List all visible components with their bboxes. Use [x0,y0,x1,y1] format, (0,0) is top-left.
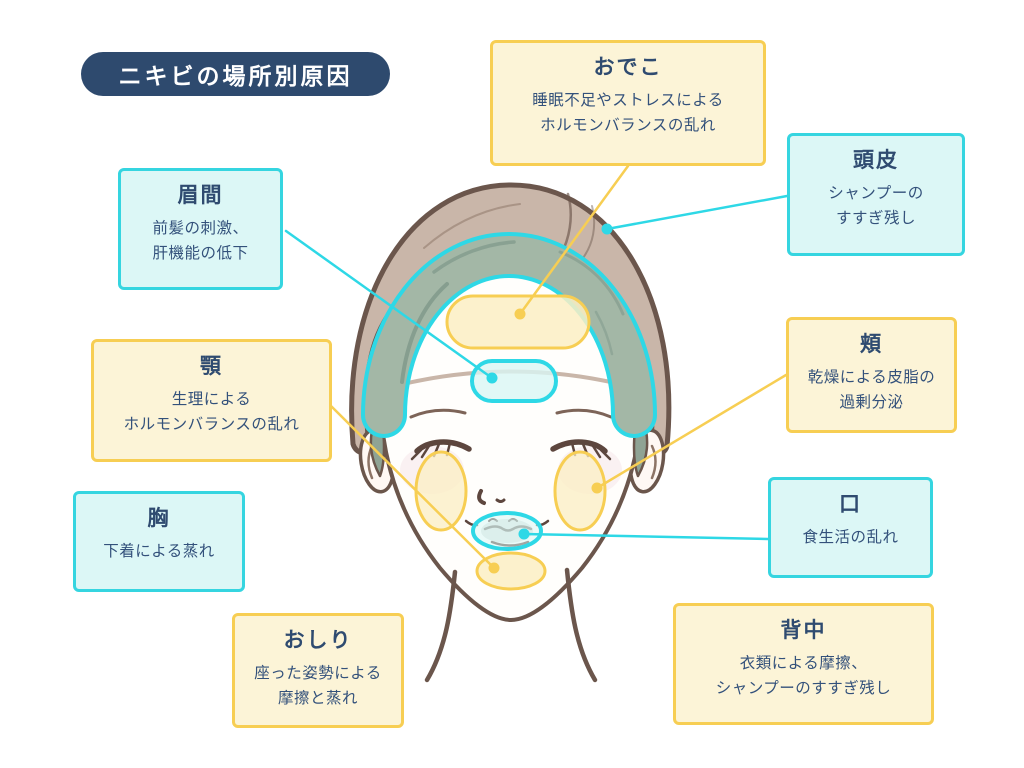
label-box-mouth: 口 食生活の乱れ [768,477,933,578]
hair-strand [423,203,521,249]
label-body: 乾燥による皮脂の 過剰分泌 [807,369,936,412]
label-body: 座った姿勢による 摩擦と蒸れ [254,665,382,708]
connector-scalp [605,194,789,231]
scalp-zone-fill [365,236,653,434]
label-box-forehead: おでこ 睡眠不足やストレスによる ホルモンバランスの乱れ [490,40,766,166]
forehead-zone [445,294,591,350]
label-box-chin: 顎 生理による ホルモンバランスの乱れ [91,339,332,462]
nose [477,489,486,505]
connector-forehead [518,164,630,316]
connector-glabella [284,229,494,380]
connector-mouth [522,532,770,541]
mouth-zone [471,511,543,551]
glabella-zone [470,359,558,403]
connector-forehead-dot [514,308,526,320]
label-title: 頭皮 [853,149,899,172]
label-body: 下着による蒸れ [103,543,215,561]
label-title: 眉間 [177,184,224,207]
right-eyebrow [555,408,613,419]
connectors [284,164,789,574]
label-title: 口 [839,493,862,516]
connector-cheek [595,373,788,490]
label-box-cheek: 頬 乾燥による皮脂の 過剰分泌 [786,317,957,433]
label-body: 睡眠不足やストレスによる ホルモンバランスの乱れ [532,92,724,135]
connector-chin [329,404,496,570]
connector-mouth-dot [518,528,530,540]
label-box-buttocks: おしり 座った姿勢による 摩擦と蒸れ [232,613,404,728]
nose [495,498,506,503]
left-cheek-zone [414,450,468,532]
hair-strand [582,205,596,259]
connector-cheek-dot [591,482,603,494]
label-body: シャンプーの すすぎ残し [828,185,924,228]
chin-zone [475,551,547,591]
label-box-chest: 胸 下着による蒸れ [73,491,245,592]
label-title: 背中 [780,619,827,642]
title-badge-label: ニキビの場所別原因 [118,63,353,89]
label-body: 前髪の刺激、 肝機能の低下 [152,220,249,263]
neck-line-right [564,567,598,683]
label-title: 頬 [860,333,883,356]
label-title: 顎 [200,355,223,378]
label-box-back: 背中 衣類による摩擦、 シャンプーのすすぎ残し [673,603,934,725]
connector-scalp-dot [601,223,613,235]
label-box-glabella: 眉間 前髪の刺激、 肝機能の低下 [118,168,283,290]
label-title: おしり [283,629,353,652]
left-eyebrow [409,408,467,419]
connector-glabella-dot [486,372,498,384]
label-body: 生理による ホルモンバランスの乱れ [123,391,300,434]
title-badge: ニキビの場所別原因 [81,52,390,96]
right-cheek-zone [553,450,607,532]
label-title: 胸 [147,507,171,530]
neck-line-left [424,569,458,683]
connector-chin-dot [488,562,500,574]
label-body: 衣類による摩擦、 シャンプーのすすぎ残し [715,655,892,698]
label-box-scalp: 頭皮 シャンプーの すすぎ残し [787,133,965,256]
label-body: 食生活の乱れ [802,529,899,547]
label-title: おでこ [593,56,663,79]
